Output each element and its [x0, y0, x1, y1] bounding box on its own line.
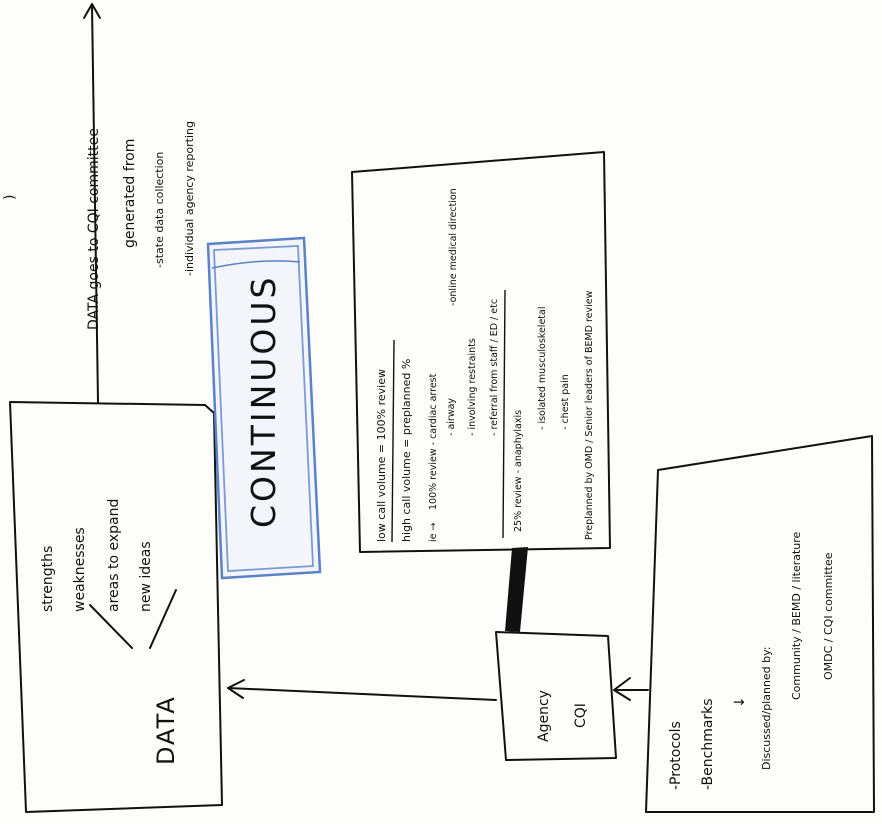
continuous-label: CONTINUOUS [244, 274, 283, 528]
protocols-box-outline [645, 435, 875, 813]
review-line-cardiac: 100% review - cardiac arrest [428, 373, 439, 510]
banner-frame-inner [213, 245, 314, 572]
review-line-ie: ie → [428, 522, 439, 542]
stray-mark: ) [2, 195, 18, 200]
review-line-online-med: -online medical direction [448, 188, 459, 306]
top-arrow-title: DATA goes to CQI committee [86, 128, 102, 330]
agency-box-outline [495, 631, 617, 761]
source-agency: -individual agency reporting [183, 121, 196, 276]
agency-cqi-box: Agency CQI [495, 631, 617, 761]
review-line-low-volume: low call volume = 100% review [375, 369, 388, 542]
review-line-airway: - airway [446, 398, 457, 436]
data-box-outline [9, 401, 223, 813]
banner-frame-curl [211, 260, 301, 269]
data-item-areas: areas to expand [106, 499, 122, 612]
cqi-label: CQI [573, 703, 589, 728]
review-underline-2 [502, 289, 506, 539]
protocols-box: -Protocols -Benchmarks ↓ Discussed/plann… [645, 435, 875, 813]
generated-from-label: generated from [122, 139, 138, 248]
review-line-restraints: - involving restraints [467, 338, 478, 436]
review-line-musculoskeletal: - isolated musculoskeletal [537, 307, 548, 430]
agency-to-data-arrowhead [227, 679, 245, 699]
review-underline-1 [391, 339, 395, 543]
protocols-to-agency-arrowhead [613, 677, 631, 701]
top-arrow-head [83, 3, 101, 19]
data-item-strengths: strengths [40, 546, 56, 612]
discussed-label: Discussed/planned by: [760, 646, 773, 770]
banner-frame-outer [206, 236, 322, 580]
review-line-high-volume: high call volume = preplanned % [400, 359, 413, 542]
continuous-banner: CONTINUOUS [206, 236, 322, 580]
top-arrow-group: DATA goes to CQI committee generated fro… [83, 3, 196, 403]
benchmarks-arrow: ↓ [732, 696, 748, 708]
review-box-outline [351, 151, 611, 553]
data-connector-right [149, 589, 177, 649]
review-line-anaphylaxis: 25% review - anaphylaxis [513, 410, 524, 532]
source-state: -state data collection [153, 152, 166, 268]
review-line-chest-pain: - chest pain [560, 374, 571, 430]
thick-connector [505, 547, 528, 632]
data-item-new-ideas: new ideas [138, 541, 154, 612]
agency-to-data-arrow [227, 687, 497, 701]
top-arrow-shaft [91, 5, 99, 403]
discussed-line-2: OMDC / CQI committee [822, 552, 835, 680]
agency-label: Agency [536, 690, 552, 742]
review-line-referral: - referral from staff / ED / etc [489, 299, 500, 436]
protocols-item: -Protocols [668, 721, 684, 790]
discussed-line-1: Community / BEMD / literature [790, 531, 803, 700]
benchmarks-item: -Benchmarks [700, 698, 716, 790]
data-box: DATA strengths weaknesses areas to expan… [9, 401, 223, 813]
data-main-label: DATA [152, 695, 180, 765]
data-item-weaknesses: weaknesses [72, 527, 88, 612]
review-box: low call volume = 100% review high call … [351, 151, 611, 553]
data-connector-left [89, 604, 133, 649]
review-footer: Preplanned by OMD / Senior leaders of BE… [584, 290, 595, 540]
